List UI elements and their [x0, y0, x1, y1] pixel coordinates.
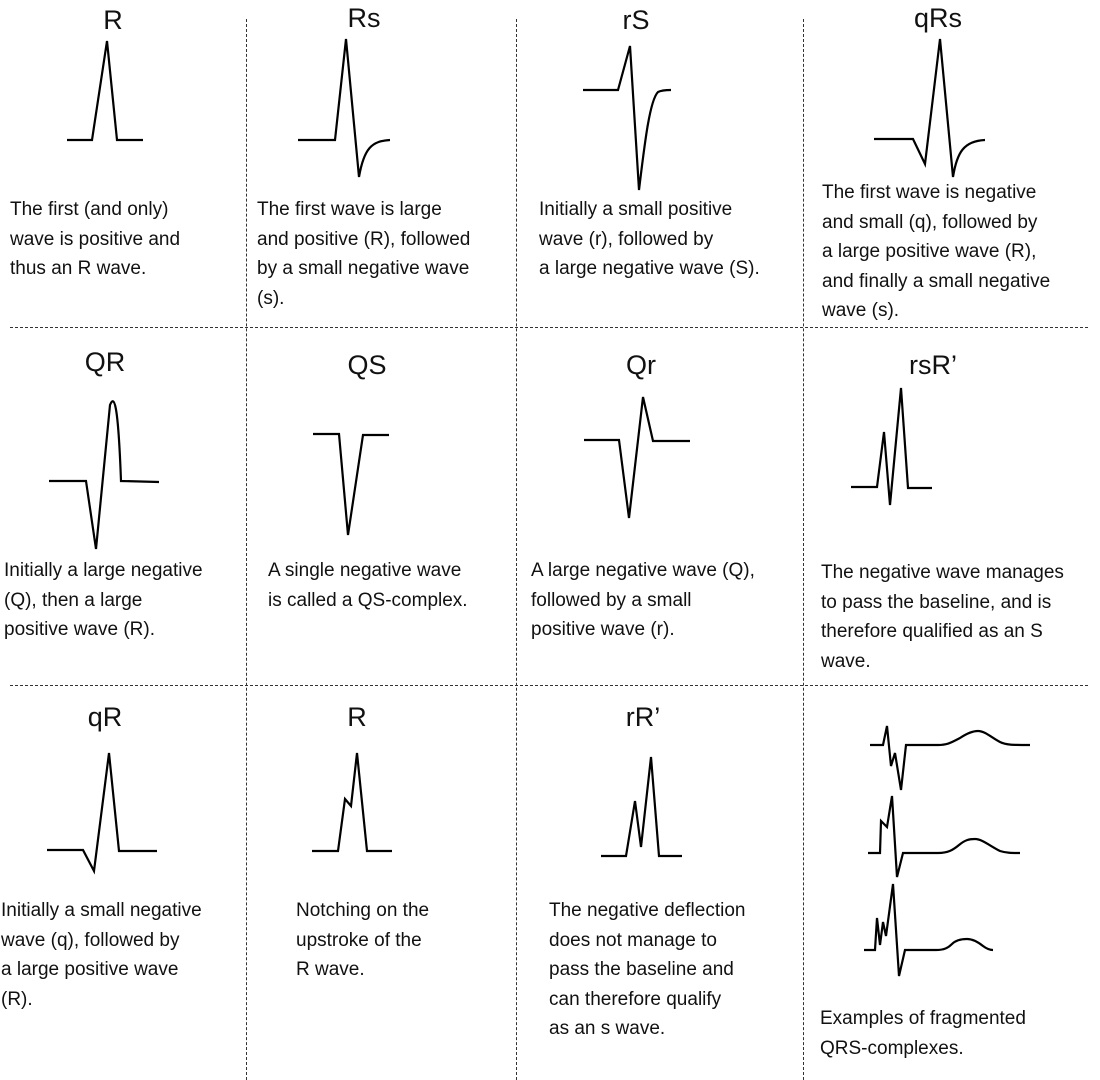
cell-description-rR-prime: The negative deflection does not manage …	[549, 896, 745, 1044]
waveform-rR-prime	[601, 756, 682, 858]
cell-description-rsR-prime: The negative wave manages to pass the ba…	[821, 558, 1064, 676]
waveform-r	[67, 40, 143, 142]
description-line: (R).	[1, 988, 33, 1010]
description-line: positive wave (r).	[531, 619, 675, 640]
row-divider-2	[10, 685, 1088, 686]
description-line: and small (q), followed by	[822, 211, 1038, 233]
waveform-QR	[49, 400, 160, 550]
description-line: a large positive wave	[1, 959, 179, 980]
description-line: wave (s).	[822, 300, 900, 321]
description-line: thus an R wave.	[10, 258, 147, 279]
description-line: positive wave (R).	[4, 619, 155, 640]
column-divider-3	[803, 19, 804, 1080]
waveform-R-notched	[312, 752, 392, 853]
description-line: Initially a small negative	[1, 900, 202, 921]
description-line: (s).	[257, 287, 285, 309]
description-line: R wave.	[296, 959, 365, 980]
description-line: The first wave is large	[257, 199, 442, 220]
cell-title-r: R	[103, 5, 123, 35]
waveform-rs	[298, 38, 391, 178]
description-line: A single negative wave	[268, 560, 462, 581]
waveform-QS	[313, 432, 389, 536]
description-line: (Q), then a large	[4, 589, 143, 611]
description-line: Examples of fragmented	[820, 1008, 1026, 1029]
description-line: and finally a small negative	[822, 270, 1051, 292]
cell-title-Qr: Qr	[626, 350, 656, 380]
cell-description-r: The first (and only) wave is positive an…	[10, 195, 180, 284]
waveform-fragmented-2	[868, 795, 1021, 878]
cell-description-rS: Initially a small positive wave (r), fol…	[539, 195, 760, 284]
description-line: upstroke of the	[296, 929, 422, 951]
cell-description-fragmented: Examples of fragmented QRS-complexes.	[820, 1004, 1026, 1063]
waveform-fragmented-3	[864, 883, 994, 977]
cell-title-QS: QS	[347, 350, 387, 380]
description-line: A large negative wave (Q),	[531, 560, 755, 581]
waveform-Qr	[584, 396, 690, 519]
description-line: followed by a small	[531, 589, 692, 611]
cell-title-rR-prime: rR’	[625, 702, 661, 732]
cell-title-qRs: qRs	[913, 3, 963, 33]
description-line: to pass the baseline, and is	[821, 591, 1052, 613]
cell-description-R-notched: Notching on the upstroke of the R wave.	[296, 896, 429, 985]
waveform-qR	[47, 752, 157, 875]
description-line: wave (q), followed by	[1, 929, 180, 951]
description-line: Initially a small positive	[539, 199, 733, 220]
description-line: pass the baseline and	[549, 959, 734, 980]
waveform-fragmented-1	[870, 725, 1031, 791]
column-divider-2	[516, 19, 517, 1080]
description-line: wave.	[821, 650, 871, 672]
description-line: as an s wave.	[549, 1018, 666, 1039]
description-line: The first wave is negative	[822, 182, 1037, 203]
cell-description-Qr: A large negative wave (Q), followed by a…	[531, 556, 755, 645]
description-line: a large positive wave (R),	[822, 241, 1037, 262]
description-line: by a small negative wave	[257, 258, 470, 279]
cell-title-qR: qR	[87, 702, 123, 732]
description-line: QRS-complexes.	[820, 1037, 964, 1059]
cell-description-qRs: The first wave is negative and small (q)…	[822, 178, 1050, 326]
description-line: Initially a large negative	[4, 560, 203, 581]
cell-description-rs: The first wave is large and positive (R)…	[257, 195, 470, 313]
cell-title-rsR-prime: rsR’	[909, 350, 957, 380]
description-line: is called a QS-complex.	[268, 589, 468, 611]
description-line: a large negative wave (S).	[539, 258, 760, 279]
description-line: The negative deflection	[549, 900, 746, 921]
cell-description-qR: Initially a small negative wave (q), fol…	[1, 896, 202, 1014]
description-line: and positive (R), followed	[257, 228, 471, 250]
description-line: The first (and only)	[10, 199, 169, 220]
column-divider-1	[246, 19, 247, 1080]
description-line: wave is positive and	[10, 228, 181, 250]
cell-title-rs: Rs	[347, 3, 381, 33]
cell-title-rS: rS	[622, 5, 650, 35]
description-line: does not manage to	[549, 929, 717, 951]
cell-title-R-notched: R	[347, 702, 367, 732]
waveform-qRs	[874, 38, 986, 178]
row-divider-1	[10, 327, 1088, 328]
cell-title-QR: QR	[84, 347, 126, 377]
description-line: The negative wave manages	[821, 562, 1064, 583]
description-line: can therefore qualify	[549, 988, 722, 1010]
description-line: wave (r), followed by	[539, 228, 714, 250]
waveform-rS	[583, 45, 672, 191]
description-line: therefore qualified as an S	[821, 621, 1043, 642]
cell-description-QR: Initially a large negative (Q), then a l…	[4, 556, 203, 645]
waveform-rsR-prime	[851, 387, 932, 506]
description-line: Notching on the	[296, 900, 430, 921]
cell-description-QS: A single negative wave is called a QS-co…	[268, 556, 468, 615]
